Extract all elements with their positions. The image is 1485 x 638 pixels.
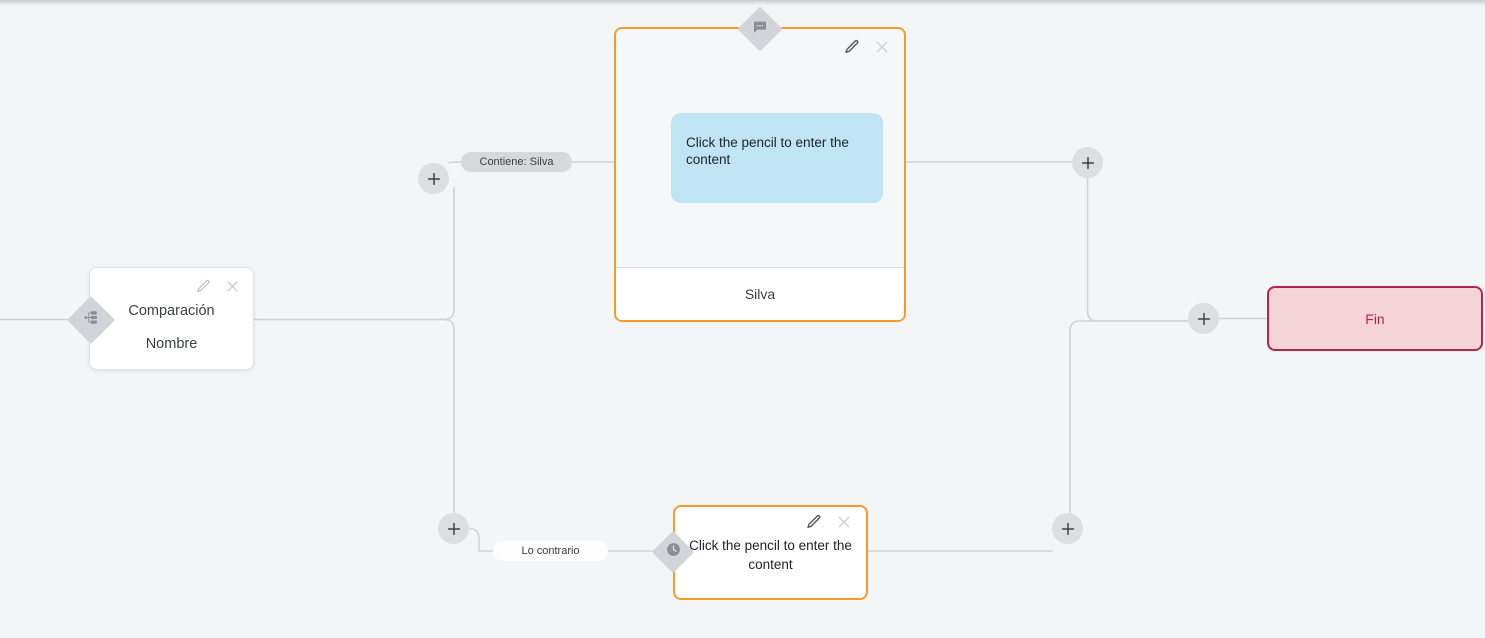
comparacion-node-badge [66, 295, 116, 345]
add-step-button-after-message[interactable] [1072, 147, 1103, 178]
pencil-icon[interactable] [806, 514, 822, 530]
otherwise-node-actions [806, 514, 852, 530]
add-step-button-true-branch[interactable] [418, 163, 449, 194]
message-bubble[interactable]: Click the pencil to enter the content [671, 113, 883, 203]
comparacion-title: Comparación [128, 303, 215, 319]
clock-icon [665, 541, 682, 563]
close-icon[interactable] [225, 279, 240, 294]
otherwise-node-badge [651, 530, 695, 574]
edge-label-false-branch[interactable]: Lo contrario [493, 541, 608, 561]
otherwise-body-text[interactable]: Click the pencil to enter the content [689, 538, 852, 572]
comparacion-node[interactable]: Comparación Nombre [89, 267, 254, 370]
chat-bubble-icon [752, 19, 768, 40]
add-step-button-after-otherwise[interactable] [1052, 513, 1083, 544]
add-step-button-false-branch[interactable] [438, 513, 469, 544]
close-icon[interactable] [836, 514, 852, 530]
org-chart-icon [83, 309, 100, 331]
message-node-badge [737, 6, 783, 52]
message-node-actions [844, 39, 890, 55]
comparacion-node-actions [196, 279, 240, 294]
otherwise-node[interactable]: Click the pencil to enter the content [673, 505, 868, 600]
window-top-chrome-strip [0, 0, 1485, 6]
message-node[interactable]: Click the pencil to enter the content Si… [614, 27, 906, 322]
add-step-button-before-fin[interactable] [1188, 303, 1219, 334]
pencil-icon[interactable] [844, 39, 860, 55]
message-node-footer: Silva [616, 267, 904, 320]
comparacion-subtitle: Nombre [145, 336, 198, 352]
edge-label-true-branch[interactable]: Contiene: Silva [461, 152, 572, 172]
pencil-icon[interactable] [196, 279, 211, 294]
comparacion-node-titles: Comparación Nombre [90, 300, 253, 355]
close-icon[interactable] [874, 39, 890, 55]
fin-node[interactable]: Fin [1267, 286, 1483, 351]
